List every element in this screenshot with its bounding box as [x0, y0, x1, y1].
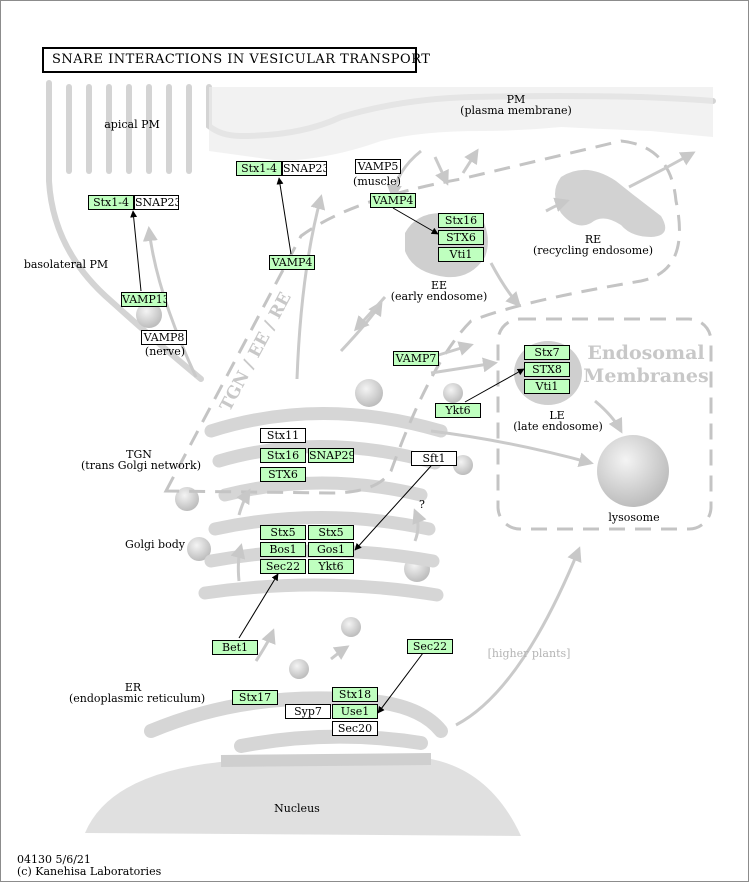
map-id: 04130 5/6/21 [17, 853, 91, 866]
lysosome-sphere [597, 435, 669, 507]
gene-bos1[interactable]: Bos1 [260, 542, 306, 557]
gene-stx18[interactable]: Stx18 [332, 687, 378, 702]
gene-vamp5[interactable]: VAMP5 [355, 159, 401, 174]
gene-stx6-ee[interactable]: STX6 [438, 230, 484, 245]
er-label: ER [124, 681, 142, 694]
nerve-label: (nerve) [144, 345, 186, 358]
copyright: (c) Kanehisa Laboratories [17, 865, 162, 878]
gene-stx1-4-pm[interactable]: Stx1-4 [236, 161, 282, 176]
gene-stx17[interactable]: Stx17 [232, 690, 278, 705]
ee-label: EE [430, 279, 448, 292]
pm-band [209, 87, 713, 161]
map-title: SNARE INTERACTIONS IN VESICULAR TRANSPOR… [42, 47, 430, 73]
tgn-ee-re-outline [163, 139, 681, 495]
apical-pm-label: apical PM [104, 118, 160, 131]
gene-vamp8[interactable]: VAMP8 [141, 330, 187, 345]
gene-stx8[interactable]: STX8 [524, 362, 570, 377]
endosomal-label-line2: Membranes [583, 365, 709, 387]
golgi-label: Golgi body [125, 538, 185, 551]
recycling-endosome [555, 169, 666, 237]
re-label: RE [584, 233, 602, 246]
gene-stx7[interactable]: Stx7 [524, 345, 570, 360]
gene-stx16-tgn[interactable]: Stx16 [260, 448, 306, 463]
gene-stx11[interactable]: Stx11 [260, 428, 306, 443]
vesicles [136, 302, 473, 679]
muscle-label: (muscle) [353, 175, 401, 188]
gene-vti1-le[interactable]: Vti1 [524, 379, 570, 394]
nucleus-label: Nucleus [274, 802, 320, 815]
gene-syp7[interactable]: Syp7 [285, 704, 331, 719]
le-label: LE [549, 409, 565, 422]
gene-sec22-golgi[interactable]: Sec22 [260, 559, 306, 574]
ee-sublabel: (early endosome) [390, 290, 488, 303]
tgn-sublabel: (trans Golgi network) [81, 459, 202, 472]
tgn-label: TGN [126, 448, 152, 461]
basolateral-pm-label: basolateral PM [23, 258, 109, 271]
le-sublabel: (late endosome) [513, 420, 603, 433]
gene-ykt6-le[interactable]: Ykt6 [435, 403, 481, 418]
gene-sft1[interactable]: Sft1 [411, 451, 457, 466]
gene-vamp13[interactable]: VAMP13 [121, 292, 167, 307]
gene-stx6-tgn[interactable]: STX6 [260, 467, 306, 482]
pm-sublabel: (plasma membrane) [460, 104, 572, 117]
gene-snap23-basolateral[interactable]: SNAP23 [134, 195, 179, 210]
pm-label: PM [506, 93, 526, 106]
re-sublabel: (recycling endosome) [532, 244, 653, 257]
gene-vamp4-ee[interactable]: VAMP4 [370, 193, 416, 208]
gene-gos1[interactable]: Gos1 [308, 542, 354, 557]
gene-stx5-a[interactable]: Stx5 [260, 525, 306, 540]
higher-plants-label: [higher plants] [487, 647, 571, 660]
gene-bet1[interactable]: Bet1 [212, 640, 258, 655]
gene-stx16-ee[interactable]: Stx16 [438, 213, 484, 228]
er-sublabel: (endoplasmic reticulum) [69, 692, 206, 705]
nucleus-shape [85, 759, 521, 836]
gene-stx1-4-basolateral[interactable]: Stx1-4 [88, 195, 134, 210]
gene-vamp7[interactable]: VAMP7 [393, 351, 439, 366]
gene-snap23-pm[interactable]: SNAP23 [282, 161, 327, 176]
gene-ykt6-golgi[interactable]: Ykt6 [308, 559, 354, 574]
gene-sec20[interactable]: Sec20 [332, 721, 378, 736]
question-mark: ? [419, 498, 425, 511]
endosomal-label-line1: Endosomal [587, 342, 705, 364]
gene-sec22-er[interactable]: Sec22 [407, 639, 453, 654]
endosomal-membranes-outline [496, 317, 713, 531]
lysosome-label: lysosome [608, 511, 660, 524]
gene-vamp4-pm[interactable]: VAMP4 [269, 255, 315, 270]
gene-snap29[interactable]: SNAP29 [308, 448, 354, 463]
gene-vti1-ee[interactable]: Vti1 [438, 247, 484, 262]
gene-stx5-b[interactable]: Stx5 [308, 525, 354, 540]
gene-use1[interactable]: Use1 [332, 704, 378, 719]
